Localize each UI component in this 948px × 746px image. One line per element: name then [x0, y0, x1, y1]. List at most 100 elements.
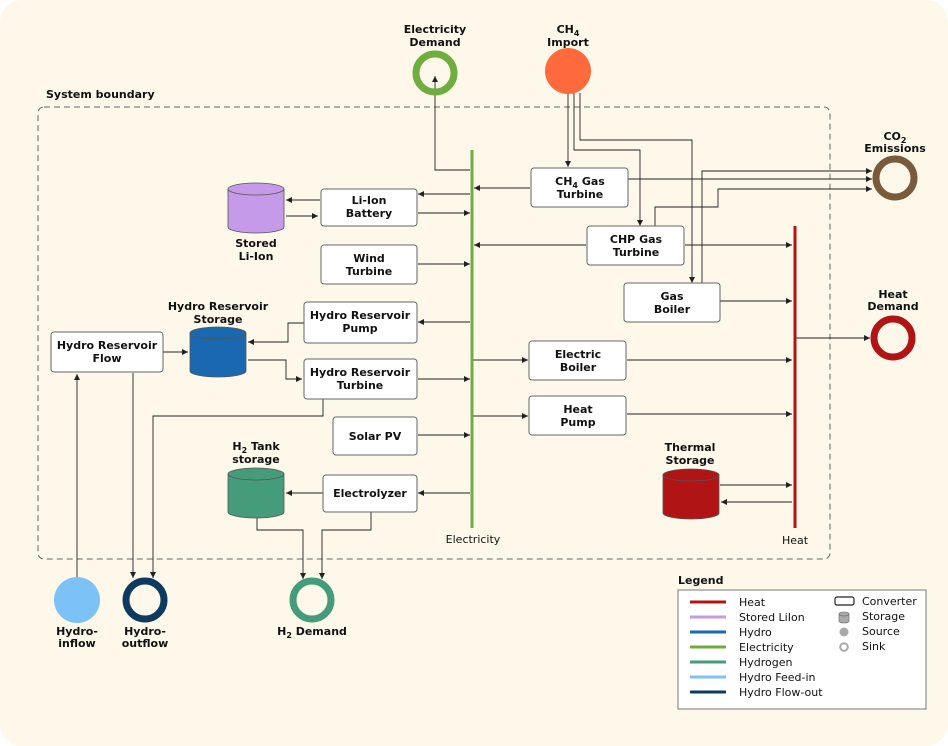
liion-battery-label-2: Battery	[346, 207, 392, 220]
thermal-storage	[662, 468, 720, 520]
hydro-reservoir-storage	[189, 326, 247, 378]
heat-pump-label-2: Pump	[560, 416, 595, 429]
gas-boiler-label-2: Boiler	[654, 303, 691, 316]
h2-demand-sink	[289, 577, 335, 623]
h2-tank-storage-label-2: storage	[232, 453, 280, 466]
chp-gas-turbine-converter: CHP Gas Turbine	[586, 225, 685, 266]
liion-battery-label-1: Li-Ion	[352, 194, 387, 207]
stored-liion-label-2: Li-Ion	[239, 250, 274, 263]
hydro-reservoir-storage-label-2: Storage	[194, 313, 243, 326]
hydro-reservoir-flow-converter: Hydro Reservoir Flow	[50, 331, 164, 373]
ch4-gas-turbine-label-1: CH4 Gas	[555, 175, 605, 190]
wind-turbine-label-2: Turbine	[346, 265, 393, 278]
wind-turbine-label-1: Wind	[353, 252, 385, 265]
thermal-storage-label-2: Storage	[666, 454, 715, 467]
gas-boiler-label-1: Gas	[661, 290, 684, 303]
legend-label-hydro: Hydro	[739, 626, 772, 639]
arrow-chp-to-co2	[654, 186, 872, 226]
electric-boiler-label-2: Boiler	[560, 361, 597, 374]
co2-emissions-label-1: CO2	[883, 130, 906, 145]
legend-label-electricity: Electricity	[739, 641, 794, 654]
legend-label-hydrogen: Hydrogen	[739, 656, 793, 669]
system-boundary-label: System boundary	[46, 88, 155, 101]
solar-pv-label: Solar PV	[349, 430, 402, 443]
hydro-reservoir-pump-label-2: Pump	[342, 322, 377, 335]
storage-icon	[838, 611, 850, 624]
heat-pump-label-1: Heat	[563, 403, 592, 416]
legend-label-hydro-flow-out: Hydro Flow-out	[739, 686, 823, 699]
hydro-inflow-source	[54, 577, 100, 623]
legend-label-stored-liion: Stored LiIon	[739, 611, 805, 624]
legend-box	[677, 589, 927, 710]
h2-tank-storage-label-1: H2 Tank	[232, 440, 280, 455]
co2-emissions-label-2: Emissions	[864, 142, 926, 155]
ch4-import-source	[545, 48, 591, 94]
solar-pv-converter: Solar PV	[332, 416, 418, 456]
heat-demand-label-2: Demand	[867, 300, 918, 313]
legend-label-sink: Sink	[862, 640, 886, 653]
arrow-gas-boiler-to-co2	[701, 168, 872, 283]
electrolyzer-label: Electrolyzer	[333, 487, 407, 500]
legend-label-source: Source	[862, 625, 900, 638]
heat-bus-label: Heat	[782, 534, 809, 547]
electricity-demand-label-1: Electricity	[404, 23, 466, 36]
system-boundary	[37, 106, 831, 560]
wind-turbine-converter: Wind Turbine	[320, 244, 418, 285]
co2-emissions-sink	[872, 155, 918, 201]
ch4-gas-turbine-label-2: Turbine	[557, 188, 604, 201]
thermal-storage-label-1: Thermal	[665, 441, 716, 454]
electric-boiler-converter: Electric Boiler	[528, 340, 627, 381]
hydro-inflow-label-2: inflow	[58, 637, 95, 650]
chp-gas-turbine-label-1: CHP Gas	[610, 233, 663, 246]
hydro-outflow-label-1: Hydro-	[124, 625, 166, 638]
converter-icon	[834, 596, 855, 606]
gas-boiler-converter: Gas Boiler	[623, 282, 721, 323]
chp-gas-turbine-label-2: Turbine	[613, 246, 660, 259]
hydro-reservoir-pump-label-1: Hydro Reservoir	[310, 309, 411, 322]
electric-boiler-label-1: Electric	[555, 348, 601, 361]
legend-label-hydro-feed-in: Hydro Feed-in	[739, 671, 816, 684]
stored-liion-storage	[227, 182, 285, 234]
heat-demand-sink	[870, 315, 916, 361]
arrow-ch4-to-chp	[573, 93, 643, 226]
h2-demand-label: H2 Demand	[277, 625, 347, 640]
ch4-import-label-1: CH4	[557, 23, 580, 38]
electricity-bus-label: Electricity	[446, 533, 501, 546]
ch4-import-label-2: Import	[547, 36, 589, 49]
arrow-turbine-to-outflow	[150, 399, 324, 578]
arrow-pump-to-reservoir	[248, 322, 304, 345]
hydro-outflow-label-2: outflow	[122, 637, 169, 650]
hydro-outflow-sink	[122, 577, 168, 623]
arrow-electrolyzer-to-h2-demand	[319, 512, 372, 579]
hydro-reservoir-storage-label-1: Hydro Reservoir	[168, 300, 269, 313]
hydro-reservoir-turbine-label-1: Hydro Reservoir	[310, 366, 411, 379]
legend-label-heat: Heat	[739, 596, 766, 609]
arrow-reservoir-to-turbine	[248, 359, 302, 382]
legend-label-converter: Converter	[862, 595, 917, 608]
heat-demand-label-1: Heat	[878, 288, 907, 301]
electrolyzer-converter: Electrolyzer	[322, 474, 418, 513]
legend-title: Legend	[678, 574, 724, 587]
arrow-to-electricity-demand	[432, 76, 470, 171]
hydro-reservoir-flow-label-1: Hydro Reservoir	[57, 339, 158, 352]
hydro-reservoir-pump-converter: Hydro Reservoir Pump	[303, 301, 418, 344]
flow-arrows	[74, 76, 872, 579]
ch4-gas-turbine-converter: CH4 Gas Turbine	[530, 167, 629, 208]
legend-label-storage: Storage	[862, 610, 905, 623]
source-icon	[839, 627, 849, 637]
liion-battery-converter: Li-Ion Battery	[320, 188, 418, 227]
hydro-reservoir-turbine-label-2: Turbine	[337, 379, 384, 392]
arrow-tank-to-h2-demand	[256, 517, 306, 579]
hydro-inflow-label-1: Hydro-	[56, 625, 98, 638]
hydro-reservoir-turbine-converter: Hydro Reservoir Turbine	[303, 358, 418, 400]
arrow-ch4-to-gas-boiler	[579, 93, 695, 283]
h2-tank-storage	[227, 467, 285, 519]
heat-pump-converter: Heat Pump	[528, 395, 627, 436]
sink-icon	[839, 642, 849, 652]
hydro-reservoir-flow-label-2: Flow	[92, 352, 121, 365]
electricity-demand-label-2: Demand	[409, 36, 460, 49]
stored-liion-label-1: Stored	[235, 237, 277, 250]
